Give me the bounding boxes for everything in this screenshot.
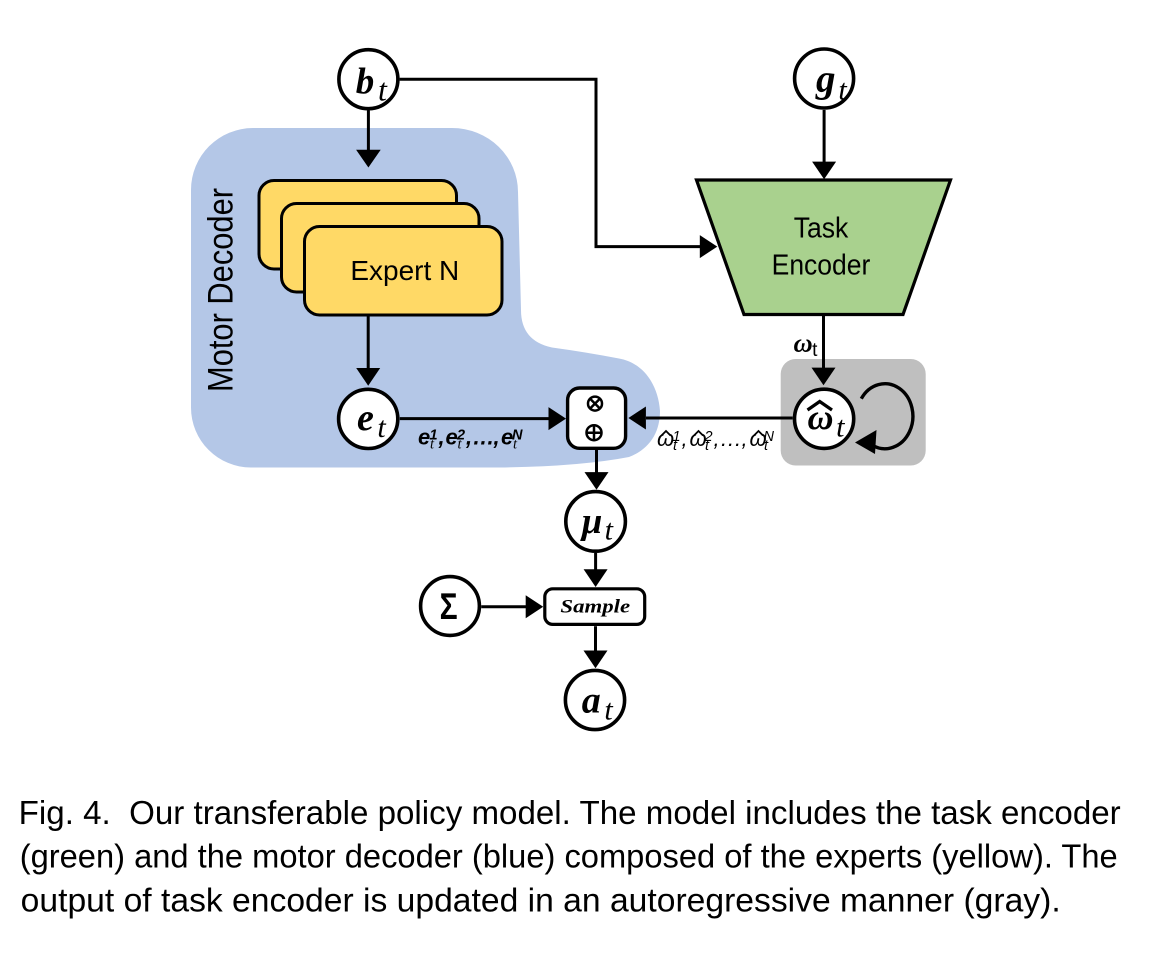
svg-text:e: e [446, 425, 458, 450]
svg-text:Expert N: Expert N [350, 255, 459, 286]
svg-text:Task: Task [794, 212, 849, 244]
svg-text:Motor Decoder: Motor Decoder [202, 188, 241, 392]
svg-text:t: t [513, 437, 518, 453]
svg-text:e: e [501, 425, 513, 450]
svg-text:,: , [714, 426, 720, 451]
svg-text:e: e [357, 397, 374, 439]
svg-text:.: . [735, 426, 741, 451]
svg-text:N: N [512, 428, 523, 444]
svg-text:Fig. 4. Our transferable poli: Fig. 4. Our transferable policy model. T… [19, 794, 1121, 831]
svg-text:.: . [728, 426, 734, 451]
svg-text:g: g [815, 57, 836, 100]
svg-text:t: t [377, 411, 386, 444]
svg-text:,: , [742, 426, 748, 451]
svg-text:b: b [356, 62, 375, 103]
svg-text:t: t [604, 693, 613, 726]
svg-text:a: a [582, 679, 601, 721]
svg-text:t: t [378, 72, 388, 108]
svg-text:2: 2 [704, 429, 713, 445]
svg-text:1: 1 [430, 428, 438, 444]
svg-text:t: t [605, 514, 614, 547]
svg-text:t: t [458, 437, 463, 453]
svg-text:,: , [682, 426, 688, 451]
svg-text:ω: ω [794, 327, 813, 357]
svg-text:e: e [418, 425, 430, 450]
svg-text:t: t [838, 74, 847, 107]
svg-text:t: t [812, 340, 818, 361]
svg-text:ω: ω [690, 426, 707, 451]
svg-text:,: , [438, 425, 445, 450]
svg-text:ω: ω [750, 426, 767, 451]
svg-text:t: t [430, 437, 435, 453]
svg-text:(green) and the motor decoder: (green) and the motor decoder (blue) com… [20, 838, 1118, 875]
svg-text:t: t [836, 411, 845, 444]
svg-text:μ: μ [580, 501, 603, 542]
svg-text:1: 1 [673, 429, 681, 445]
svg-text:t: t [673, 438, 678, 454]
svg-text:,: , [465, 425, 472, 450]
svg-text:ω: ω [657, 426, 674, 451]
svg-text:Sample: Sample [560, 596, 630, 617]
svg-text:output of task encoder is upda: output of task encoder is updated in an … [21, 881, 1061, 918]
svg-text:2: 2 [456, 428, 465, 444]
svg-text:Σ: Σ [440, 586, 458, 627]
svg-text:.: . [488, 425, 494, 450]
svg-text:,: , [493, 425, 500, 450]
svg-text:.: . [474, 425, 480, 450]
svg-text:.: . [481, 425, 487, 450]
svg-text:N: N [764, 429, 775, 445]
svg-text:.: . [721, 426, 727, 451]
svg-text:t: t [764, 438, 769, 454]
svg-text:Encoder: Encoder [772, 249, 871, 281]
svg-text:t: t [705, 438, 710, 454]
